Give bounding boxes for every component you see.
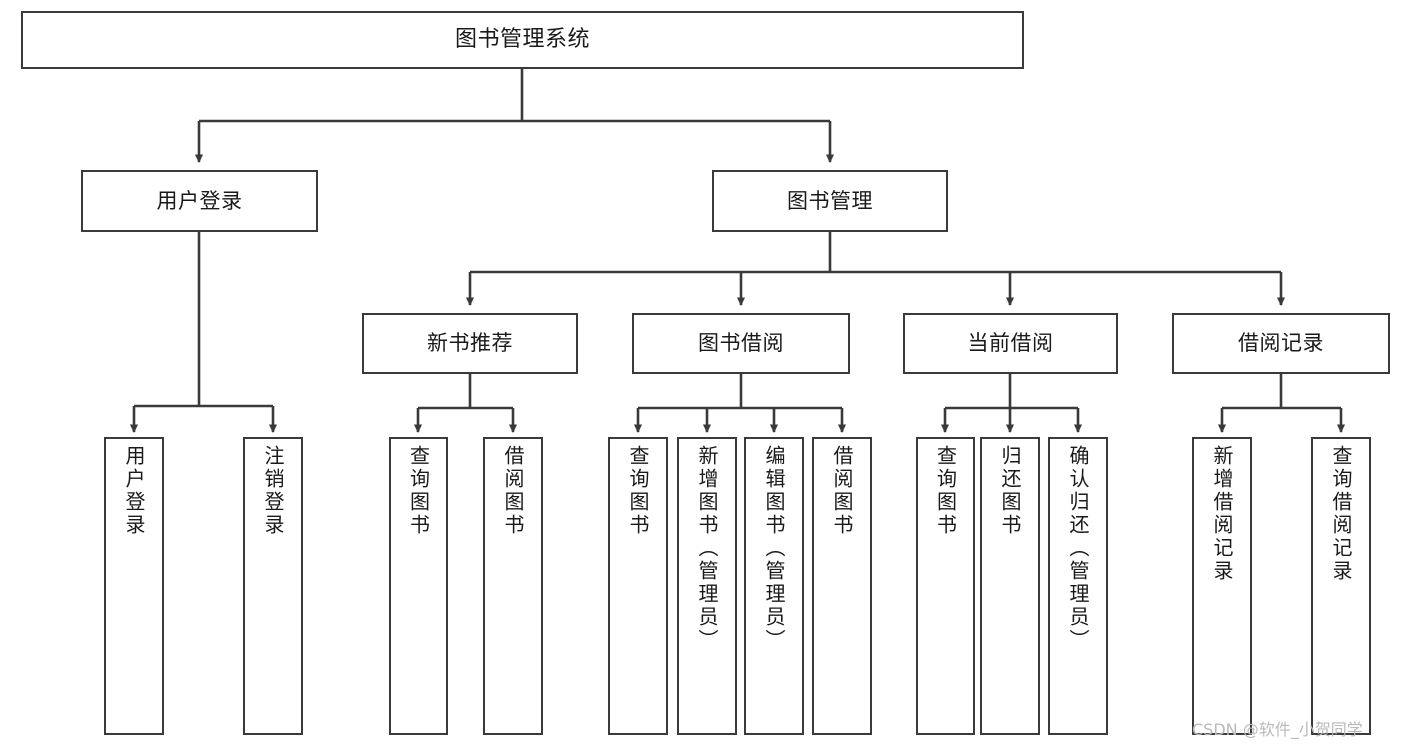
node-label: 用户登录	[122, 445, 146, 537]
node-label: 新书推荐	[427, 331, 513, 356]
node-user-login[interactable]: 用户登录	[81, 170, 318, 232]
node-label: 查询图书	[933, 445, 958, 537]
node-label: 查询图书	[626, 445, 650, 537]
node-label: 编辑图书（管理员）	[762, 445, 786, 652]
node-current-borrow[interactable]: 当前借阅	[903, 313, 1118, 374]
node-label: 注销登录	[261, 445, 285, 537]
node-label: 借阅记录	[1238, 331, 1324, 356]
leaf-borrow-add-book-admin[interactable]: 新增图书（管理员）	[677, 437, 737, 735]
leaf-user-login-login[interactable]: 用户登录	[104, 437, 164, 735]
node-new-book-recommend[interactable]: 新书推荐	[362, 313, 578, 374]
watermark-text: CSDN @软件_小贺同学	[1192, 720, 1363, 739]
node-book-management[interactable]: 图书管理	[712, 170, 948, 232]
node-label: 图书管理	[787, 188, 873, 213]
leaf-borrow-borrow-book[interactable]: 借阅图书	[812, 437, 872, 735]
node-book-borrow[interactable]: 图书借阅	[632, 313, 850, 374]
leaf-current-return-book[interactable]: 归还图书	[980, 437, 1040, 735]
node-label: 图书管理系统	[454, 27, 590, 53]
node-label: 借阅图书	[501, 445, 525, 537]
node-label: 查询图书	[406, 445, 431, 537]
leaf-record-add-record[interactable]: 新增借阅记录	[1192, 437, 1252, 735]
node-label: 新增图书（管理员）	[695, 445, 719, 652]
leaf-user-login-logout[interactable]: 注销登录	[243, 437, 303, 735]
leaf-borrow-edit-book-admin[interactable]: 编辑图书（管理员）	[744, 437, 804, 735]
leaf-recommend-borrow-book[interactable]: 借阅图书	[483, 437, 543, 735]
node-borrow-record[interactable]: 借阅记录	[1172, 313, 1390, 374]
node-label: 确认归还（管理员）	[1066, 445, 1090, 652]
node-label: 用户登录	[156, 188, 243, 213]
node-label: 图书借阅	[698, 331, 784, 356]
leaf-current-query-book[interactable]: 查询图书	[916, 437, 975, 735]
node-label: 查询借阅记录	[1329, 445, 1353, 583]
leaf-borrow-query-book[interactable]: 查询图书	[608, 437, 668, 735]
node-label: 归还图书	[998, 445, 1022, 537]
leaf-current-confirm-return-admin[interactable]: 确认归还（管理员）	[1048, 437, 1108, 735]
leaf-record-query-record[interactable]: 查询借阅记录	[1311, 437, 1371, 735]
node-label: 新增借阅记录	[1210, 445, 1234, 583]
node-root-system[interactable]: 图书管理系统	[21, 11, 1024, 69]
node-label: 借阅图书	[830, 445, 854, 537]
leaf-recommend-query-book[interactable]: 查询图书	[389, 437, 448, 735]
node-label: 当前借阅	[967, 331, 1054, 356]
